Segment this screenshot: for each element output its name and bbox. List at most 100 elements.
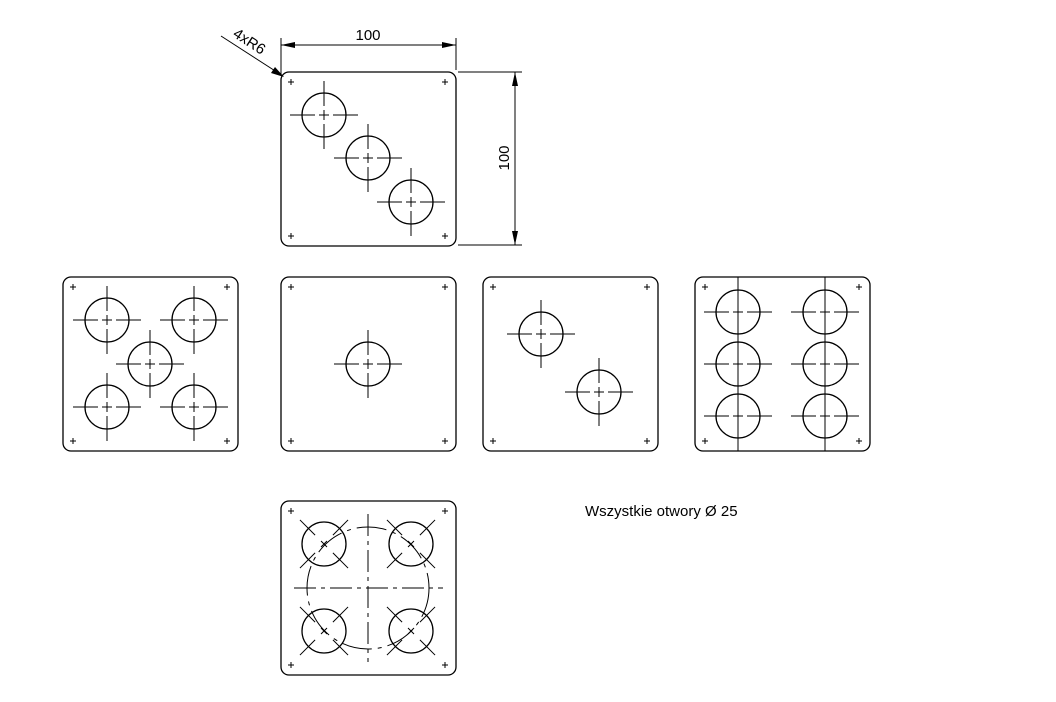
corner-mark-icon <box>442 662 448 668</box>
hole <box>565 358 633 426</box>
height-dimension: 100 <box>458 71 522 246</box>
hole <box>299 519 349 569</box>
hole <box>377 168 445 236</box>
corner-mark-icon <box>224 284 230 290</box>
center-cross-icon <box>160 286 228 354</box>
plate-outline <box>694 276 871 452</box>
corner-mark-icon <box>442 284 448 290</box>
center-cross-icon <box>73 286 141 354</box>
corner-mark-icon <box>442 438 448 444</box>
center-mark <box>386 519 403 536</box>
hole <box>386 519 436 569</box>
corner-mark-icon <box>224 438 230 444</box>
corner-mark-icon <box>702 438 708 444</box>
plate-outline <box>280 71 457 247</box>
plate-outline <box>280 276 457 452</box>
corner-mark-icon <box>70 284 76 290</box>
radius-label: 4xR6 <box>230 25 269 58</box>
hole <box>73 373 141 441</box>
center-mark <box>419 639 436 656</box>
hole <box>290 81 358 149</box>
center-cross-icon <box>377 168 445 236</box>
corner-mark-icon <box>442 508 448 514</box>
width-dimension: 100 <box>280 27 457 76</box>
center-mark <box>332 606 349 623</box>
center-cross-icon <box>160 373 228 441</box>
center-mark <box>332 519 349 536</box>
hole <box>791 382 859 450</box>
center-mark <box>419 606 436 623</box>
corner-mark-icon <box>442 233 448 239</box>
plate-five-quincunx <box>62 276 239 452</box>
center-mark <box>419 519 436 536</box>
hole <box>160 373 228 441</box>
center-cross-icon <box>791 382 859 450</box>
center-x-icon <box>320 540 328 548</box>
hole <box>704 382 772 450</box>
corner-mark-icon <box>490 438 496 444</box>
center-cross-icon <box>565 358 633 426</box>
plate-outline <box>62 276 239 452</box>
corner-mark-icon <box>70 438 76 444</box>
hole <box>334 124 402 192</box>
hole <box>116 330 184 398</box>
plate-single-center <box>280 276 457 452</box>
corner-mark-icon <box>288 284 294 290</box>
center-cross-icon <box>704 330 772 398</box>
hole <box>507 300 575 368</box>
center-x-icon <box>320 627 328 635</box>
plate-outline <box>280 500 457 676</box>
center-x-icon <box>407 627 415 635</box>
hole <box>73 286 141 354</box>
hole <box>160 286 228 354</box>
center-cross-icon <box>290 81 358 149</box>
center-cross-icon <box>507 300 575 368</box>
center-mark <box>299 639 316 656</box>
width-label: 100 <box>355 27 380 44</box>
center-cross-icon <box>704 278 772 346</box>
corner-mark-icon <box>288 233 294 239</box>
center-cross-icon <box>334 124 402 192</box>
center-mark <box>299 606 316 623</box>
hole <box>299 606 349 656</box>
center-cross-icon <box>791 330 859 398</box>
corner-mark-icon <box>490 284 496 290</box>
center-mark <box>419 552 436 569</box>
center-cross-icon <box>334 330 402 398</box>
corner-mark-icon <box>856 284 862 290</box>
center-mark <box>299 519 316 536</box>
corner-mark-icon <box>702 284 708 290</box>
corner-mark-icon <box>288 79 294 85</box>
radius-leader: 4xR6 <box>220 25 284 77</box>
height-label: 100 <box>496 145 513 170</box>
hole-circle <box>388 521 434 567</box>
center-x-icon <box>407 540 415 548</box>
hole-circle <box>301 521 347 567</box>
corner-mark-icon <box>288 438 294 444</box>
center-mark <box>332 639 349 656</box>
plate-outline <box>482 276 659 452</box>
center-cross-icon <box>704 382 772 450</box>
center-mark <box>386 639 403 656</box>
plate-two-diagonal <box>482 276 659 452</box>
center-mark <box>386 606 403 623</box>
corner-mark-icon <box>856 438 862 444</box>
corner-mark-icon <box>644 284 650 290</box>
center-cross-icon <box>791 278 859 346</box>
hole-circle <box>301 608 347 654</box>
corner-mark-icon <box>644 438 650 444</box>
center-mark <box>386 552 403 569</box>
plate-four-bolt-circle <box>280 500 457 676</box>
holes-note: Wszystkie otwory Ø 25 <box>585 503 738 520</box>
corner-mark-icon <box>442 79 448 85</box>
hole <box>386 606 436 656</box>
corner-mark-icon <box>288 508 294 514</box>
hole <box>334 330 402 398</box>
plate-three-diagonal <box>280 71 457 247</box>
center-mark <box>299 552 316 569</box>
center-mark <box>332 552 349 569</box>
corner-mark-icon <box>288 662 294 668</box>
center-cross-icon <box>73 373 141 441</box>
hole-circle <box>388 608 434 654</box>
